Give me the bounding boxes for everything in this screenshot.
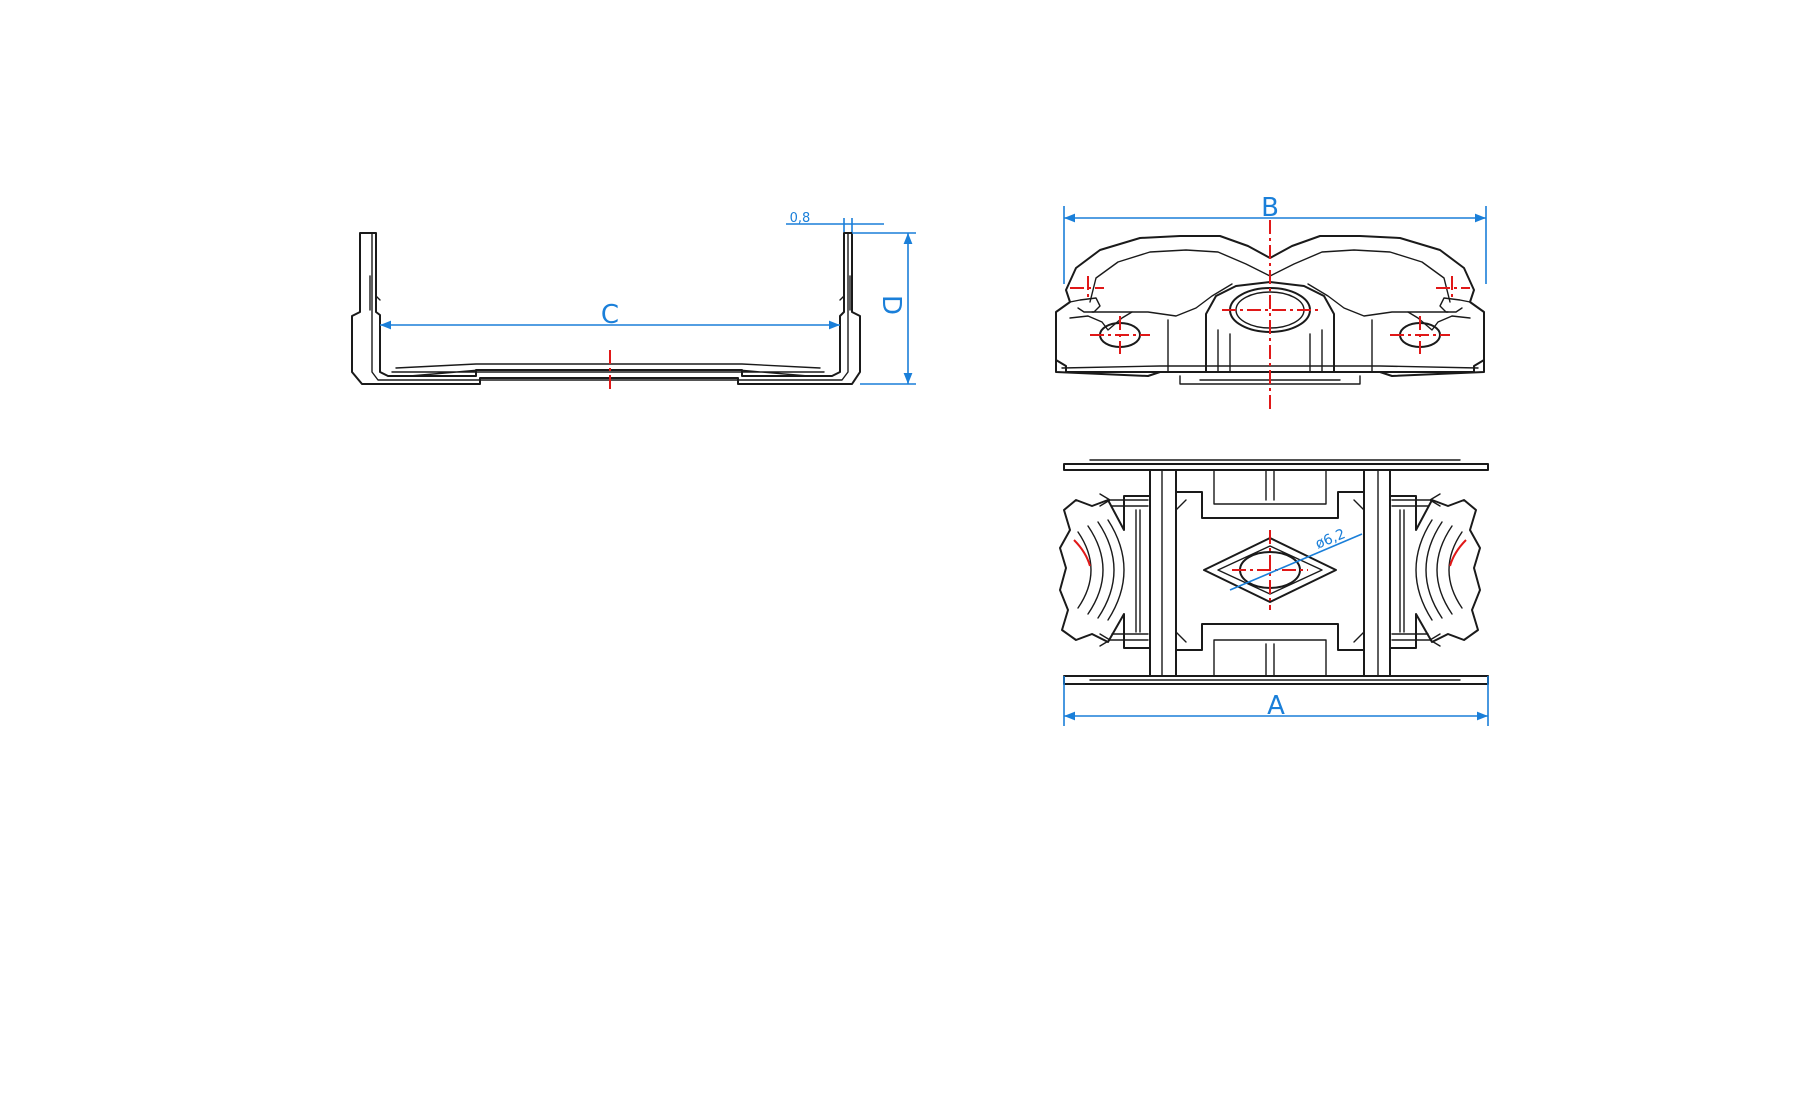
top-view-right-rib-accent <box>1449 539 1467 567</box>
top-view-right-ribs <box>1415 519 1463 621</box>
front-view-boss-ribs <box>1217 329 1323 373</box>
front-view-left-notch <box>1069 297 1133 331</box>
hole-diameter-label: ø6,2 <box>1313 526 1348 552</box>
top-view-right-arrows <box>1391 493 1441 647</box>
top-view: ø6,2 A <box>1059 459 1489 726</box>
top-view-strip-lines <box>1089 459 1461 681</box>
dim-c-label: C <box>601 300 619 330</box>
top-view-left-rib-accent <box>1073 539 1091 567</box>
side-view: C D 0,8 <box>351 211 916 392</box>
dim-b-label: B <box>1261 193 1279 223</box>
dim-d-label: D <box>876 295 906 315</box>
front-view: B <box>1055 193 1487 412</box>
top-view-top-strip <box>1063 463 1489 471</box>
front-view-right-notch <box>1407 297 1471 331</box>
hole-diameter-leader <box>1229 533 1363 591</box>
top-view-body-walls <box>1149 469 1391 677</box>
dim-a-label: A <box>1267 691 1285 721</box>
front-view-shoulders <box>1091 283 1449 373</box>
side-view-base-plate <box>391 363 825 377</box>
top-view-central-body <box>1175 469 1365 677</box>
side-view-flange-details <box>369 275 851 311</box>
thickness-label: 0,8 <box>790 211 811 226</box>
top-view-diamond-plate <box>1203 537 1337 603</box>
top-view-body-inner <box>1161 469 1379 677</box>
top-view-body-corners <box>1175 499 1365 643</box>
front-view-outer-outline <box>1055 235 1485 373</box>
top-view-left-ribs <box>1077 519 1125 621</box>
top-view-left-arrows <box>1099 493 1149 647</box>
